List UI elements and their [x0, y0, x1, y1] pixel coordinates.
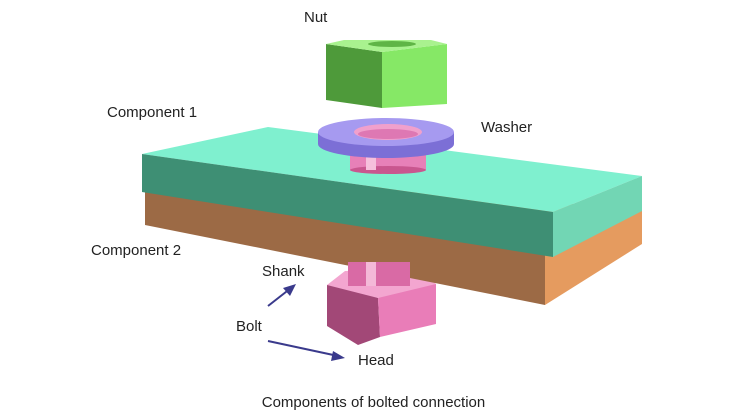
component-1-label: Component 1 — [107, 104, 198, 121]
component-2-front-face — [145, 188, 545, 305]
nut-right-face — [382, 44, 447, 108]
head-arrow — [267, 340, 339, 357]
shank-cylinder — [348, 262, 410, 286]
bolt-shank — [348, 262, 410, 286]
upper-shank-highlight — [366, 148, 376, 170]
nut-left-face — [326, 44, 382, 108]
shank-label: Shank — [262, 263, 305, 280]
nut-label: Nut — [304, 9, 328, 26]
component-2-label: Component 2 — [91, 242, 182, 259]
arrows — [267, 284, 345, 361]
head-label: Head — [358, 352, 394, 369]
component-1-front-face — [142, 154, 553, 257]
figure-caption: Components of bolted connection — [261, 394, 486, 411]
component-1-side-face — [553, 176, 642, 257]
washer-label: Washer — [481, 119, 533, 136]
bolt-label: Bolt — [236, 318, 262, 335]
upper-shank-bottom — [350, 166, 426, 174]
nut — [326, 40, 447, 108]
shank-arrow-head — [283, 284, 296, 296]
washer — [318, 118, 454, 158]
shank-highlight — [366, 262, 376, 286]
nut-hole — [368, 41, 416, 47]
washer-hole-shade — [358, 129, 418, 139]
head-arrow-head — [331, 351, 345, 361]
